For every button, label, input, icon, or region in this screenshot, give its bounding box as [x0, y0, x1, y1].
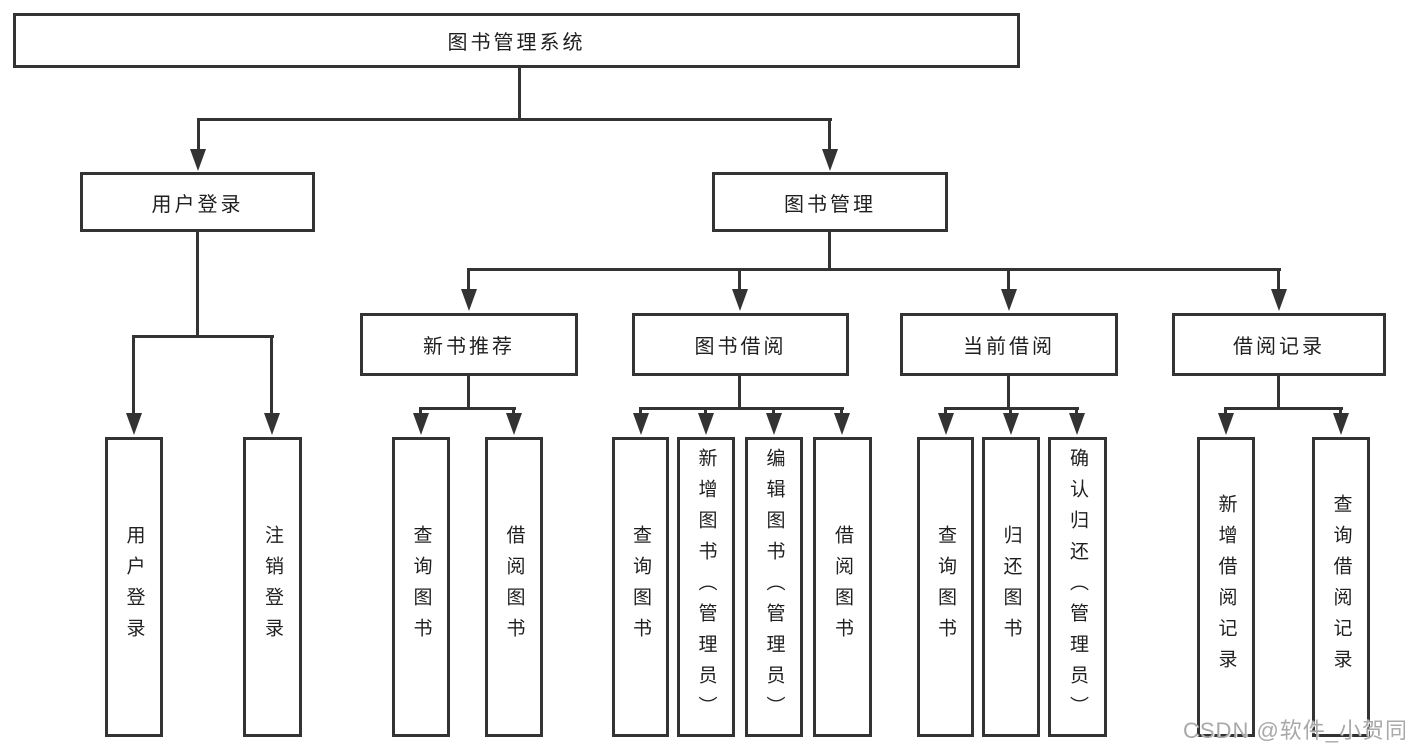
- arrowhead-to-mgmt: [822, 149, 838, 171]
- leaf-user-login-label: 用户登录: [123, 525, 145, 649]
- node-user-login-label: 用户登录: [151, 193, 244, 216]
- arrowhead-current-borrow: [1001, 289, 1017, 311]
- arrowhead-g1-edit: [766, 413, 782, 435]
- leaf-recommend-query-books: 查询图书: [392, 437, 450, 737]
- leaf-current-query-books: 查询图书: [917, 437, 974, 737]
- connector-g0-c2: [512, 407, 515, 416]
- leaf-borrow-query-books-label: 查询图书: [630, 525, 651, 649]
- leaf-borrow-books-label: 借阅图书: [832, 525, 853, 649]
- arrowhead-g3-add: [1218, 413, 1234, 435]
- leaf-query-borrow-record-label: 查询借阅记录: [1330, 494, 1352, 680]
- connector-g2-c3: [1075, 407, 1078, 416]
- node-root-label: 图书管理系统: [447, 32, 586, 54]
- connector-g1-c1: [639, 407, 642, 416]
- connector-g3-rail: [1224, 407, 1343, 410]
- watermark: CSDN @软件_小贺同学: [1183, 718, 1405, 743]
- leaf-logout-label: 注销登录: [262, 525, 283, 649]
- arrowhead-g2-query: [938, 413, 954, 435]
- connector-g0-rail: [419, 407, 516, 410]
- arrowhead-new-book-recommend: [461, 289, 477, 311]
- leaf-logout: 注销登录: [243, 437, 302, 737]
- connector-g3-stem: [1277, 376, 1280, 407]
- leaf-user-login: 用户登录: [105, 437, 163, 737]
- connector-g2-stem: [1007, 376, 1010, 407]
- connector-g1-rail: [639, 407, 844, 410]
- connector-g0-c1: [419, 407, 422, 416]
- leaf-borrow-query-books: 查询图书: [612, 437, 669, 737]
- leaf-return-books: 归还图书: [982, 437, 1040, 737]
- arrowhead-g1-query: [633, 413, 649, 435]
- connector-mgmt-rail: [467, 268, 1281, 271]
- connector-g3-c2: [1339, 407, 1342, 416]
- connector-login-child2: [270, 335, 273, 415]
- connector-login-child1: [132, 335, 135, 415]
- leaf-confirm-return-admin: 确认归还（管理员）: [1048, 437, 1107, 737]
- connector-login-stem: [196, 232, 199, 335]
- connector-root-stem: [518, 68, 521, 118]
- arrowhead-g3-query: [1333, 413, 1349, 435]
- node-new-book-recommend-label: 新书推荐: [423, 336, 515, 358]
- leaf-edit-books-admin-label: 编辑图书（管理员）: [763, 447, 785, 727]
- leaf-query-borrow-record: 查询借阅记录: [1312, 437, 1370, 737]
- leaf-add-borrow-record-label: 新增借阅记录: [1215, 494, 1237, 680]
- arrowhead-g0-query: [413, 413, 429, 435]
- connector-mgmt-g1: [738, 268, 741, 291]
- connector-g1-c4: [840, 407, 843, 416]
- arrowhead-g2-return: [1003, 413, 1019, 435]
- connector-mgmt-g2: [1007, 268, 1010, 291]
- connector-g1-c3: [772, 407, 775, 416]
- node-borrow-records-label: 借阅记录: [1233, 336, 1325, 358]
- connector-g1-stem: [738, 376, 741, 407]
- node-book-borrow-label: 图书借阅: [694, 336, 787, 358]
- leaf-edit-books-admin: 编辑图书（管理员）: [745, 437, 803, 737]
- node-book-borrow: 图书借阅: [632, 313, 849, 376]
- connector-root-rail: [197, 118, 832, 121]
- leaf-recommend-borrow-books: 借阅图书: [485, 437, 543, 737]
- leaf-add-books-admin: 新增图书（管理员）: [677, 437, 735, 737]
- node-book-management-label: 图书管理: [784, 193, 876, 216]
- arrowhead-logout: [264, 413, 280, 435]
- arrowhead-g0-borrow: [506, 413, 522, 435]
- leaf-recommend-query-books-label: 查询图书: [410, 525, 432, 649]
- arrowhead-book-borrow: [732, 289, 748, 311]
- node-user-login-branch: 用户登录: [80, 172, 315, 232]
- node-book-management-branch: 图书管理: [712, 172, 948, 232]
- connector-g0-stem: [467, 376, 470, 407]
- arrowhead-g1-add: [698, 413, 714, 435]
- leaf-recommend-borrow-books-label: 借阅图书: [503, 525, 525, 649]
- connector-mgmt-g0: [467, 268, 470, 291]
- node-root-library-system: 图书管理系统: [13, 13, 1020, 68]
- connector-mgmt-stem: [828, 232, 831, 268]
- leaf-add-books-admin-label: 新增图书（管理员）: [695, 447, 717, 727]
- connector-root-to-login: [197, 118, 200, 152]
- connector-g3-c1: [1224, 407, 1227, 416]
- connector-login-rail: [132, 335, 274, 338]
- leaf-add-borrow-record: 新增借阅记录: [1197, 437, 1255, 737]
- arrowhead-to-login: [190, 149, 206, 171]
- node-current-borrow: 当前借阅: [900, 313, 1118, 376]
- node-current-borrow-label: 当前借阅: [963, 336, 1055, 358]
- arrowhead-user-login: [126, 413, 142, 435]
- arrowhead-g1-borrow: [834, 413, 850, 435]
- leaf-return-books-label: 归还图书: [1000, 525, 1022, 649]
- connector-g2-c2: [1009, 407, 1012, 416]
- node-borrow-records: 借阅记录: [1172, 313, 1386, 376]
- leaf-confirm-return-admin-label: 确认归还（管理员）: [1067, 447, 1088, 727]
- arrowhead-borrow-records: [1271, 289, 1287, 311]
- connector-root-to-mgmt: [828, 118, 831, 152]
- connector-g2-c1: [944, 407, 947, 416]
- connector-g1-c2: [704, 407, 707, 416]
- node-new-book-recommend: 新书推荐: [360, 313, 578, 376]
- connector-mgmt-g3: [1277, 268, 1280, 291]
- arrowhead-g2-confirm: [1069, 413, 1085, 435]
- leaf-borrow-books: 借阅图书: [813, 437, 872, 737]
- leaf-current-query-books-label: 查询图书: [935, 525, 956, 649]
